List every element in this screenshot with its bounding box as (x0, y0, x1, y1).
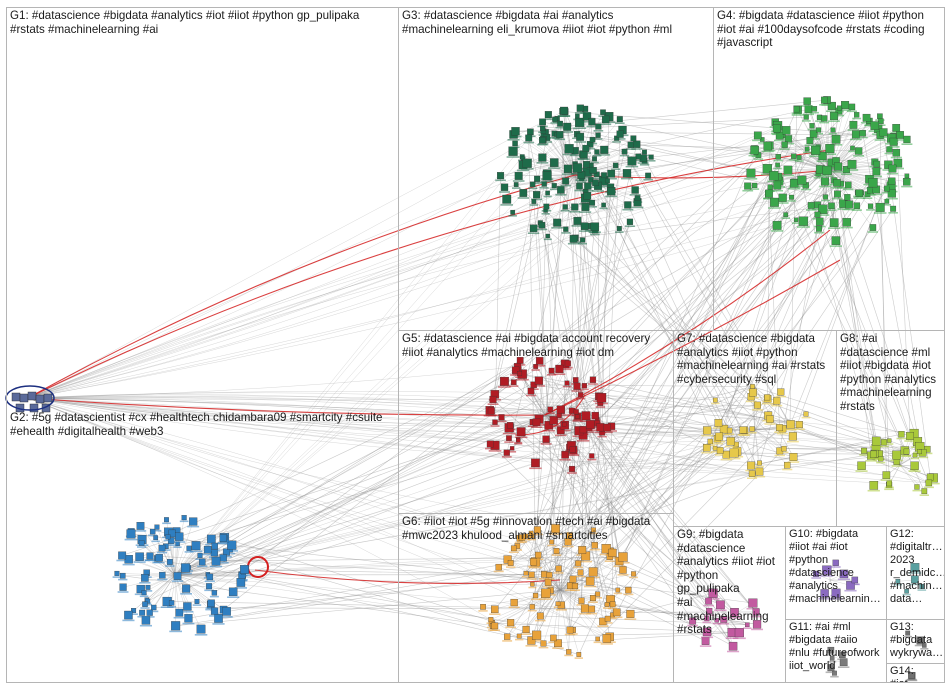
group-panel-g14: G14: #iot… (886, 663, 945, 683)
group-label-g2: G2: #5g #datascientist #cx #healthtech c… (10, 411, 396, 438)
group-panel-g2: G2: #5g #datascientist #cx #healthtech c… (6, 410, 399, 683)
group-label-g11: G11: #ai #ml #bigdata #aiio #nlu #future… (789, 621, 884, 673)
group-panel-g6: G6: #iiot #iot #5g #innovation #tech #ai… (398, 513, 674, 683)
group-label-g9: G9: #bigdata #datascience #analytics #ii… (677, 528, 783, 637)
group-panel-g8: G8: #ai #datascience #ml #iiot #bigdata … (836, 330, 945, 527)
group-panel-g12: G12: #digitaltr… 2023 r_demidc… #machin…… (886, 526, 945, 620)
group-panel-g7: G7: #datascience #bigdata #analytics #ii… (673, 330, 837, 527)
group-panel-g9: G9: #bigdata #datascience #analytics #ii… (673, 526, 786, 683)
group-panel-g5: G5: #datascience #ai #bigdata account re… (398, 330, 674, 514)
group-label-g7: G7: #datascience #bigdata #analytics #ii… (677, 332, 834, 386)
group-label-g13: G13: #bigdata wykrywa… (890, 621, 942, 660)
group-panel-g4: G4: #bigdata #datascience #iiot #python … (713, 7, 945, 331)
group-panel-g11: G11: #ai #ml #bigdata #aiio #nlu #future… (785, 619, 887, 683)
group-panel-g13: G13: #bigdata wykrywa… (886, 619, 945, 664)
group-panel-g10: G10: #bigdata #iiot #ai #iot #python #da… (785, 526, 887, 620)
group-label-g14: G14: #iot… (890, 665, 942, 683)
group-label-g4: G4: #bigdata #datascience #iiot #python … (717, 9, 942, 50)
group-label-g12: G12: #digitaltr… 2023 r_demidc… #machin…… (890, 528, 942, 606)
group-label-g3: G3: #datascience #bigdata #ai #analytics… (402, 9, 711, 36)
group-label-g1: G1: #datascience #bigdata #analytics #io… (10, 9, 396, 36)
group-label-g6: G6: #iiot #iot #5g #innovation #tech #ai… (402, 515, 671, 542)
group-label-g10: G10: #bigdata #iiot #ai #iot #python #da… (789, 528, 884, 606)
group-label-g8: G8: #ai #datascience #ml #iiot #bigdata … (840, 332, 942, 414)
group-panel-g3: G3: #datascience #bigdata #ai #analytics… (398, 7, 714, 331)
group-label-g5: G5: #datascience #ai #bigdata account re… (402, 332, 671, 359)
